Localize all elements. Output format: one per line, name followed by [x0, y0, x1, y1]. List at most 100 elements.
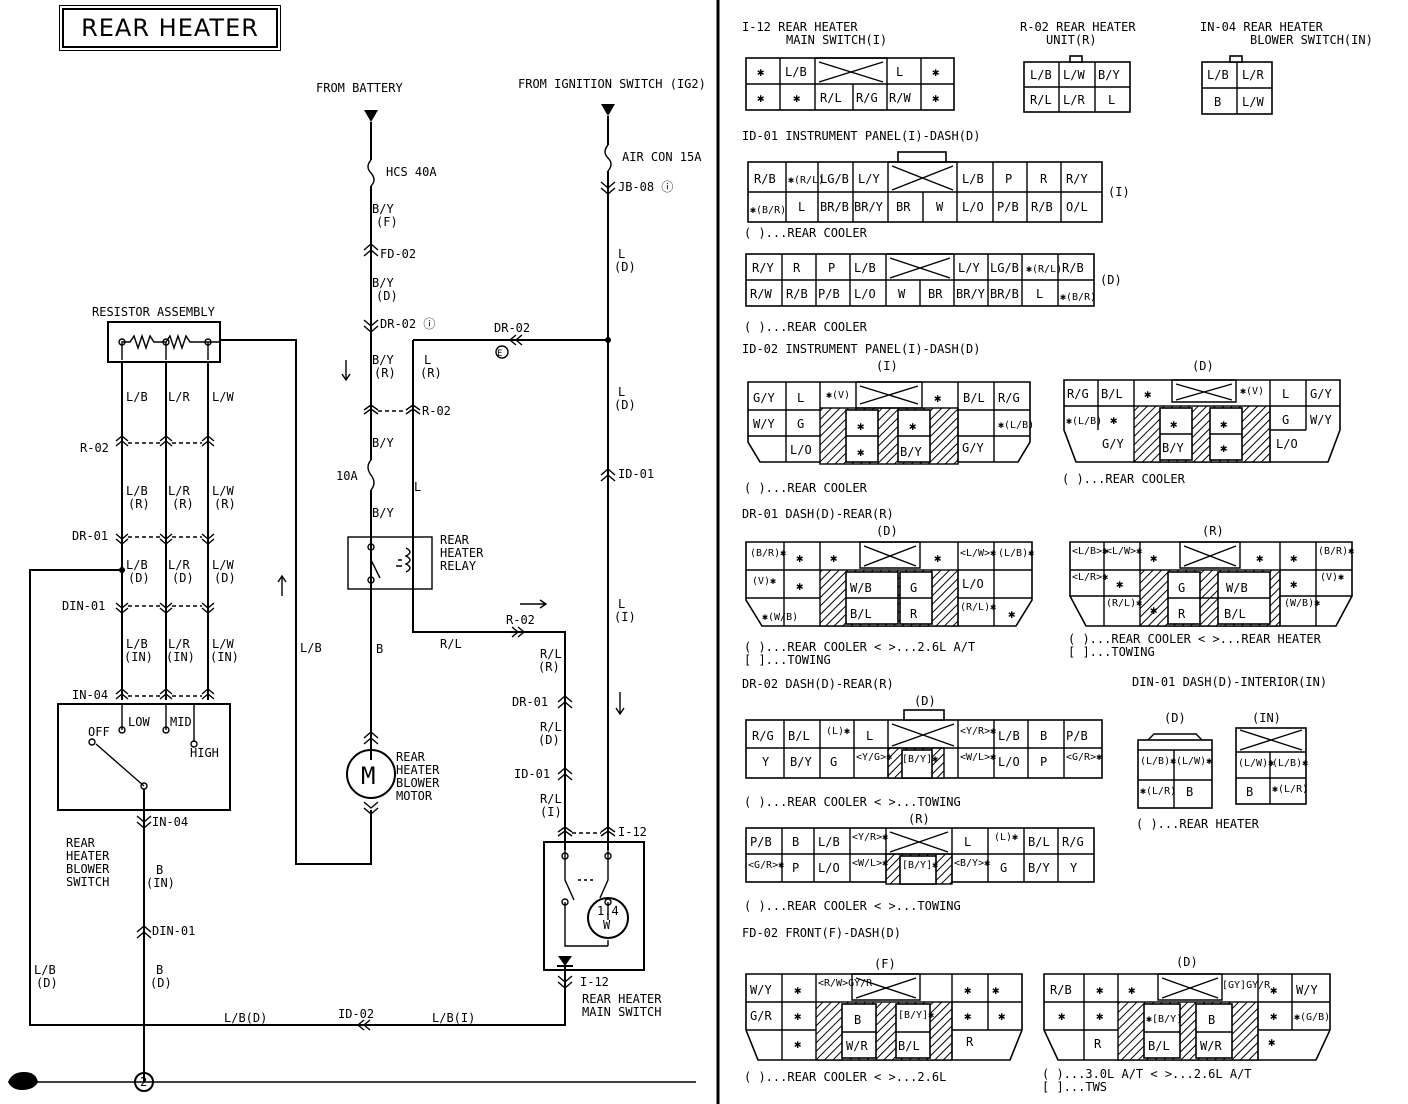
svg-text:W/B: W/B [1226, 581, 1248, 595]
svg-text:✱: ✱ [830, 551, 837, 565]
svg-text:✱: ✱ [1008, 607, 1015, 621]
svg-text:(W/B)✱: (W/B)✱ [1284, 598, 1320, 609]
wire-label: (IN) [166, 650, 195, 664]
svg-text:✱: ✱ [1270, 1009, 1277, 1023]
wire-label: (R) [128, 497, 150, 511]
wire-label: (I) [614, 610, 636, 624]
svg-text:✱(R/L): ✱(R/L) [1026, 264, 1062, 275]
svg-text:R/G: R/G [998, 391, 1020, 405]
wire-label: B/Y [372, 353, 394, 367]
wire-label: (D) [172, 571, 194, 585]
svg-text:[B/Y]✱: [B/Y]✱ [902, 754, 938, 765]
wire-label: (R) [374, 366, 396, 380]
svg-text:(R): (R) [1202, 524, 1224, 538]
svg-text:G: G [1282, 413, 1289, 427]
wire-label: L/R [168, 484, 190, 498]
svg-text:(B/R)✱: (B/R)✱ [750, 548, 786, 559]
wire-label: L/B [126, 390, 148, 404]
wire-label: L/W [212, 637, 234, 651]
wire-label: (IN) [124, 650, 153, 664]
wire-label: L/B(I) [432, 1011, 475, 1025]
svg-text:G/Y: G/Y [962, 441, 984, 455]
svg-text:[B/Y]✱: [B/Y]✱ [902, 860, 938, 871]
connector-id01-label: ID-01 [514, 767, 550, 781]
svg-text:Y: Y [1070, 861, 1078, 875]
svg-text:✱: ✱ [934, 391, 941, 405]
wire-label: L/B [126, 484, 148, 498]
svg-text:R/B: R/B [754, 172, 776, 186]
battery-arrow-icon [364, 110, 378, 122]
svg-text:W/R: W/R [846, 1039, 868, 1053]
svg-text:G/R: G/R [750, 1009, 772, 1023]
svg-text:R/B: R/B [786, 287, 808, 301]
svg-text:✱(V): ✱(V) [1240, 386, 1264, 397]
svg-text:R/G: R/G [1062, 835, 1084, 849]
note: ( )...REAR COOLER < >...TOWING [744, 899, 961, 913]
svg-text:R/B: R/B [1031, 200, 1053, 214]
svg-text:L/O: L/O [962, 200, 984, 214]
connector-i12-label: I-12 [618, 825, 647, 839]
blower-switch-label: SWITCH [66, 875, 109, 889]
svg-text:(V)✱: (V)✱ [1320, 572, 1344, 583]
blower-switch-label: REAR [66, 836, 96, 850]
svg-text:P/B: P/B [1066, 729, 1088, 743]
wire-label: B/Y [372, 276, 394, 290]
svg-text:✱: ✱ [964, 1009, 971, 1023]
wire-label: (F) [376, 215, 398, 229]
svg-text:B: B [1208, 1013, 1215, 1027]
wire-label: L [618, 385, 625, 399]
wire-label: (IN) [210, 650, 239, 664]
from-ignition-label: FROM IGNITION SWITCH (IG2) [518, 77, 706, 91]
svg-text:W: W [936, 200, 944, 214]
connector-din01-d-face: (L/B)✱(L/W)✱ ✱(L/R)B [1137, 733, 1213, 809]
lamp-label: 1.4 [597, 904, 619, 918]
svg-text:L/B: L/B [818, 835, 840, 849]
connector-id02-label: ID-02 [338, 1007, 374, 1021]
wire-label: L/W [212, 484, 234, 498]
svg-text:(L)✱: (L)✱ [994, 832, 1018, 843]
svg-text:L/O: L/O [962, 577, 984, 591]
svg-text:L: L [964, 835, 971, 849]
wire-label: (I) [540, 805, 562, 819]
switch-position-mid: MID [170, 715, 192, 729]
svg-text:R: R [910, 607, 918, 621]
wire-label: L [414, 480, 421, 494]
note: ( )...REAR COOLER < >...REAR HEATER [1068, 632, 1322, 646]
svg-text:✱: ✱ [932, 65, 939, 79]
svg-text:L/R: L/R [1063, 93, 1085, 107]
svg-text:Y: Y [762, 755, 770, 769]
svg-text:L/B: L/B [998, 729, 1020, 743]
svg-text:W: W [898, 287, 906, 301]
svg-text:L/Y: L/Y [858, 172, 880, 186]
svg-text:(IN): (IN) [1252, 711, 1281, 725]
svg-text:(R): (R) [908, 812, 930, 826]
svg-text:<L/B>✱: <L/B>✱ [1072, 546, 1108, 557]
connector-dr01-title: DR-01 DASH(D)-REAR(R) [742, 507, 894, 521]
svg-text:L: L [797, 391, 804, 405]
wire-label: B [156, 963, 163, 977]
svg-text:B: B [792, 835, 799, 849]
wire-label: L/R [168, 637, 190, 651]
svg-text:L/B: L/B [1030, 68, 1052, 82]
svg-text:✱(B/R): ✱(B/R) [750, 205, 786, 216]
svg-text:W/Y: W/Y [1310, 413, 1332, 427]
blower-switch-label: HEATER [66, 849, 110, 863]
svg-text:BR/B: BR/B [990, 287, 1019, 301]
svg-text:B/Y: B/Y [1162, 441, 1184, 455]
connector-din01-in-face: (L/W)✱(L/B)✱ B✱(L/R) [1235, 727, 1308, 805]
svg-text:(I): (I) [1108, 185, 1130, 199]
ground-symbol-icon [8, 1072, 38, 1090]
wire-label: (D) [128, 571, 150, 585]
svg-text:(D): (D) [914, 694, 936, 708]
svg-text:BR/Y: BR/Y [854, 200, 884, 214]
connector-r02-label: R-02 [422, 404, 451, 418]
svg-text:(V)✱: (V)✱ [752, 576, 776, 587]
svg-text:✱(G/B): ✱(G/B) [1294, 1012, 1330, 1023]
ignition-arrow-icon [601, 104, 615, 116]
wire-label: L/B(D) [224, 1011, 267, 1025]
svg-text:✱: ✱ [1220, 417, 1227, 431]
